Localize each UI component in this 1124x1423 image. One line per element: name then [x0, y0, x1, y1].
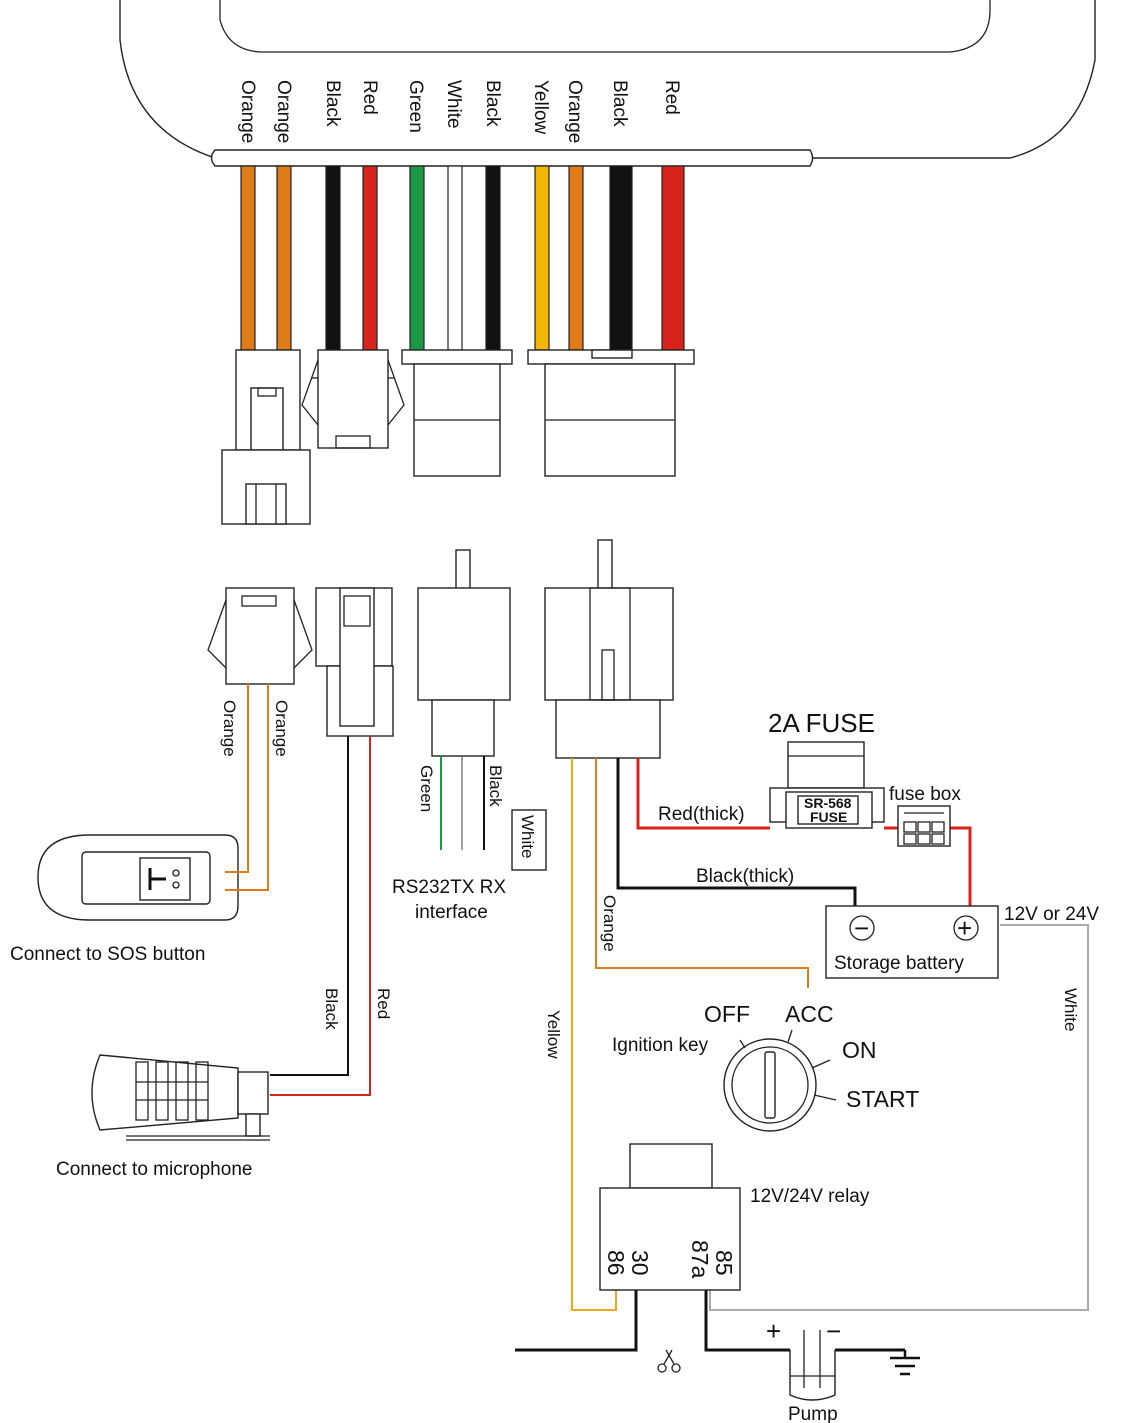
wire-orange: [595, 758, 809, 988]
header-label-white: White: [443, 80, 464, 129]
tracker-device: [119, 0, 1096, 167]
power-wires: [515, 758, 1089, 1352]
header-label-orange-1: Orange: [237, 80, 258, 143]
wire-yellow: [571, 758, 617, 1311]
rs232-white-tag: White: [511, 809, 547, 871]
header-wire-orange-2: [276, 165, 292, 351]
header-wire-green-5: [409, 165, 425, 351]
fuse-box-label: fuse box: [889, 784, 961, 805]
header-label-orange-2: Orange: [273, 80, 294, 143]
mic-wires: [270, 736, 371, 1096]
header-wires: [240, 165, 685, 351]
microphone: [91, 1054, 270, 1141]
relay-pin-30: 30: [627, 1250, 653, 1276]
power-label-yellow: Yellow: [544, 1010, 563, 1059]
sos-wire-orange-2: [225, 684, 269, 891]
header-wire-black-10: [609, 165, 633, 351]
ignition-key-label: Ignition key: [612, 1035, 709, 1056]
mic-wire-red: [270, 736, 371, 1096]
rs232-caption-line2: interface: [415, 902, 488, 923]
ignition-start-label: START: [846, 1086, 919, 1112]
header-label-red-2: Red: [661, 80, 682, 115]
sos-caption: Connect to SOS button: [10, 944, 205, 965]
battery-minus-symbol: −: [854, 913, 869, 943]
sos-wire-label-2: Orange: [272, 700, 291, 757]
wire-relay-87a: [704, 1290, 790, 1352]
header-wire-white-6: [447, 165, 463, 351]
rs232-label-white: White: [518, 815, 537, 858]
relay: [599, 1143, 741, 1291]
sos-wire-orange-1: [225, 684, 249, 873]
voltage-label: 12V or 24V: [1004, 904, 1099, 925]
header-label-red-1: Red: [359, 80, 380, 115]
relay-label: 12V/24V relay: [750, 1186, 870, 1207]
red-thick-label: Red(thick): [658, 804, 745, 825]
sos-wire-label-1: Orange: [220, 700, 239, 757]
sos-wires: [225, 684, 269, 891]
sos-button: [37, 834, 239, 921]
ignition-acc-label: ACC: [785, 1001, 834, 1027]
connector-top-2: [301, 349, 405, 449]
rs232-label-green: Green: [417, 765, 436, 812]
header-wire-yellow-8: [534, 165, 550, 351]
header-wire-black-7: [485, 165, 501, 351]
header-label-black-1: Black: [322, 80, 343, 127]
ground-icon: [890, 1350, 920, 1376]
rs232-wires: [440, 756, 485, 850]
header-wire-red-4: [362, 165, 378, 351]
fuse-title: 2A FUSE: [768, 708, 875, 738]
rs232-caption-line1: RS232TX RX: [392, 877, 506, 898]
connector-top-3: [401, 349, 513, 477]
power-connector: [544, 539, 674, 759]
storage-battery: − + Storage battery: [825, 905, 999, 979]
header-wire-orange-1: [240, 165, 256, 351]
ignition-on-label: ON: [842, 1037, 877, 1063]
rs232-label-black: Black: [486, 765, 505, 807]
fuse-model: SR-568: [804, 795, 852, 811]
wire-red-thick: [636, 758, 770, 830]
fuse: SR-568 FUSE: [769, 741, 885, 829]
power-label-orange: Orange: [600, 895, 619, 952]
header-label-black-2: Black: [482, 80, 503, 127]
header-label-green: Green: [405, 80, 426, 133]
relay-pin-86: 86: [603, 1250, 629, 1276]
pump-icon: [789, 1330, 836, 1401]
header-wire-red-11: [661, 165, 685, 351]
battery-plus-symbol: +: [957, 913, 972, 943]
header-label-yellow: Yellow: [530, 80, 551, 135]
power-label-white: White: [1061, 988, 1080, 1031]
wire-black-thick: [616, 758, 857, 910]
pump-label: Pump: [788, 1404, 838, 1423]
scissors-icon: [657, 1349, 681, 1373]
header-label-black-3: Black: [609, 80, 630, 127]
pump-plus-symbol: +: [766, 1316, 781, 1346]
connector-top-4: [527, 349, 695, 477]
mic-wire-label-red: Red: [374, 988, 393, 1019]
mic-caption: Connect to microphone: [56, 1159, 252, 1180]
ignition-off-label: OFF: [704, 1001, 750, 1027]
pump-minus-symbol: −: [826, 1316, 841, 1346]
mic-wire-label-black: Black: [322, 988, 341, 1030]
header-wire-orange-9: [568, 165, 584, 351]
black-thick-label: Black(thick): [696, 866, 794, 887]
mic-wire-black: [270, 736, 349, 1076]
connector-top-1: [221, 349, 311, 525]
relay-pin-87a: 87a: [687, 1240, 713, 1279]
header-wire-black-3: [325, 165, 341, 351]
sos-connector: [207, 587, 313, 685]
rs232-connector: [417, 549, 511, 757]
wire-white: [709, 924, 1089, 1311]
relay-pin-85: 85: [711, 1250, 737, 1276]
battery-label: Storage battery: [834, 953, 964, 974]
fuse-box-icon: [897, 805, 951, 847]
fuse-text: FUSE: [810, 809, 847, 825]
wire-relay-30: [515, 1290, 638, 1352]
ignition-key-icon: [723, 1029, 837, 1132]
mic-connector: [315, 587, 394, 737]
header-wire-labels: Orange Orange Black Red Green White Blac…: [237, 80, 682, 143]
header-label-orange-3: Orange: [564, 80, 585, 143]
